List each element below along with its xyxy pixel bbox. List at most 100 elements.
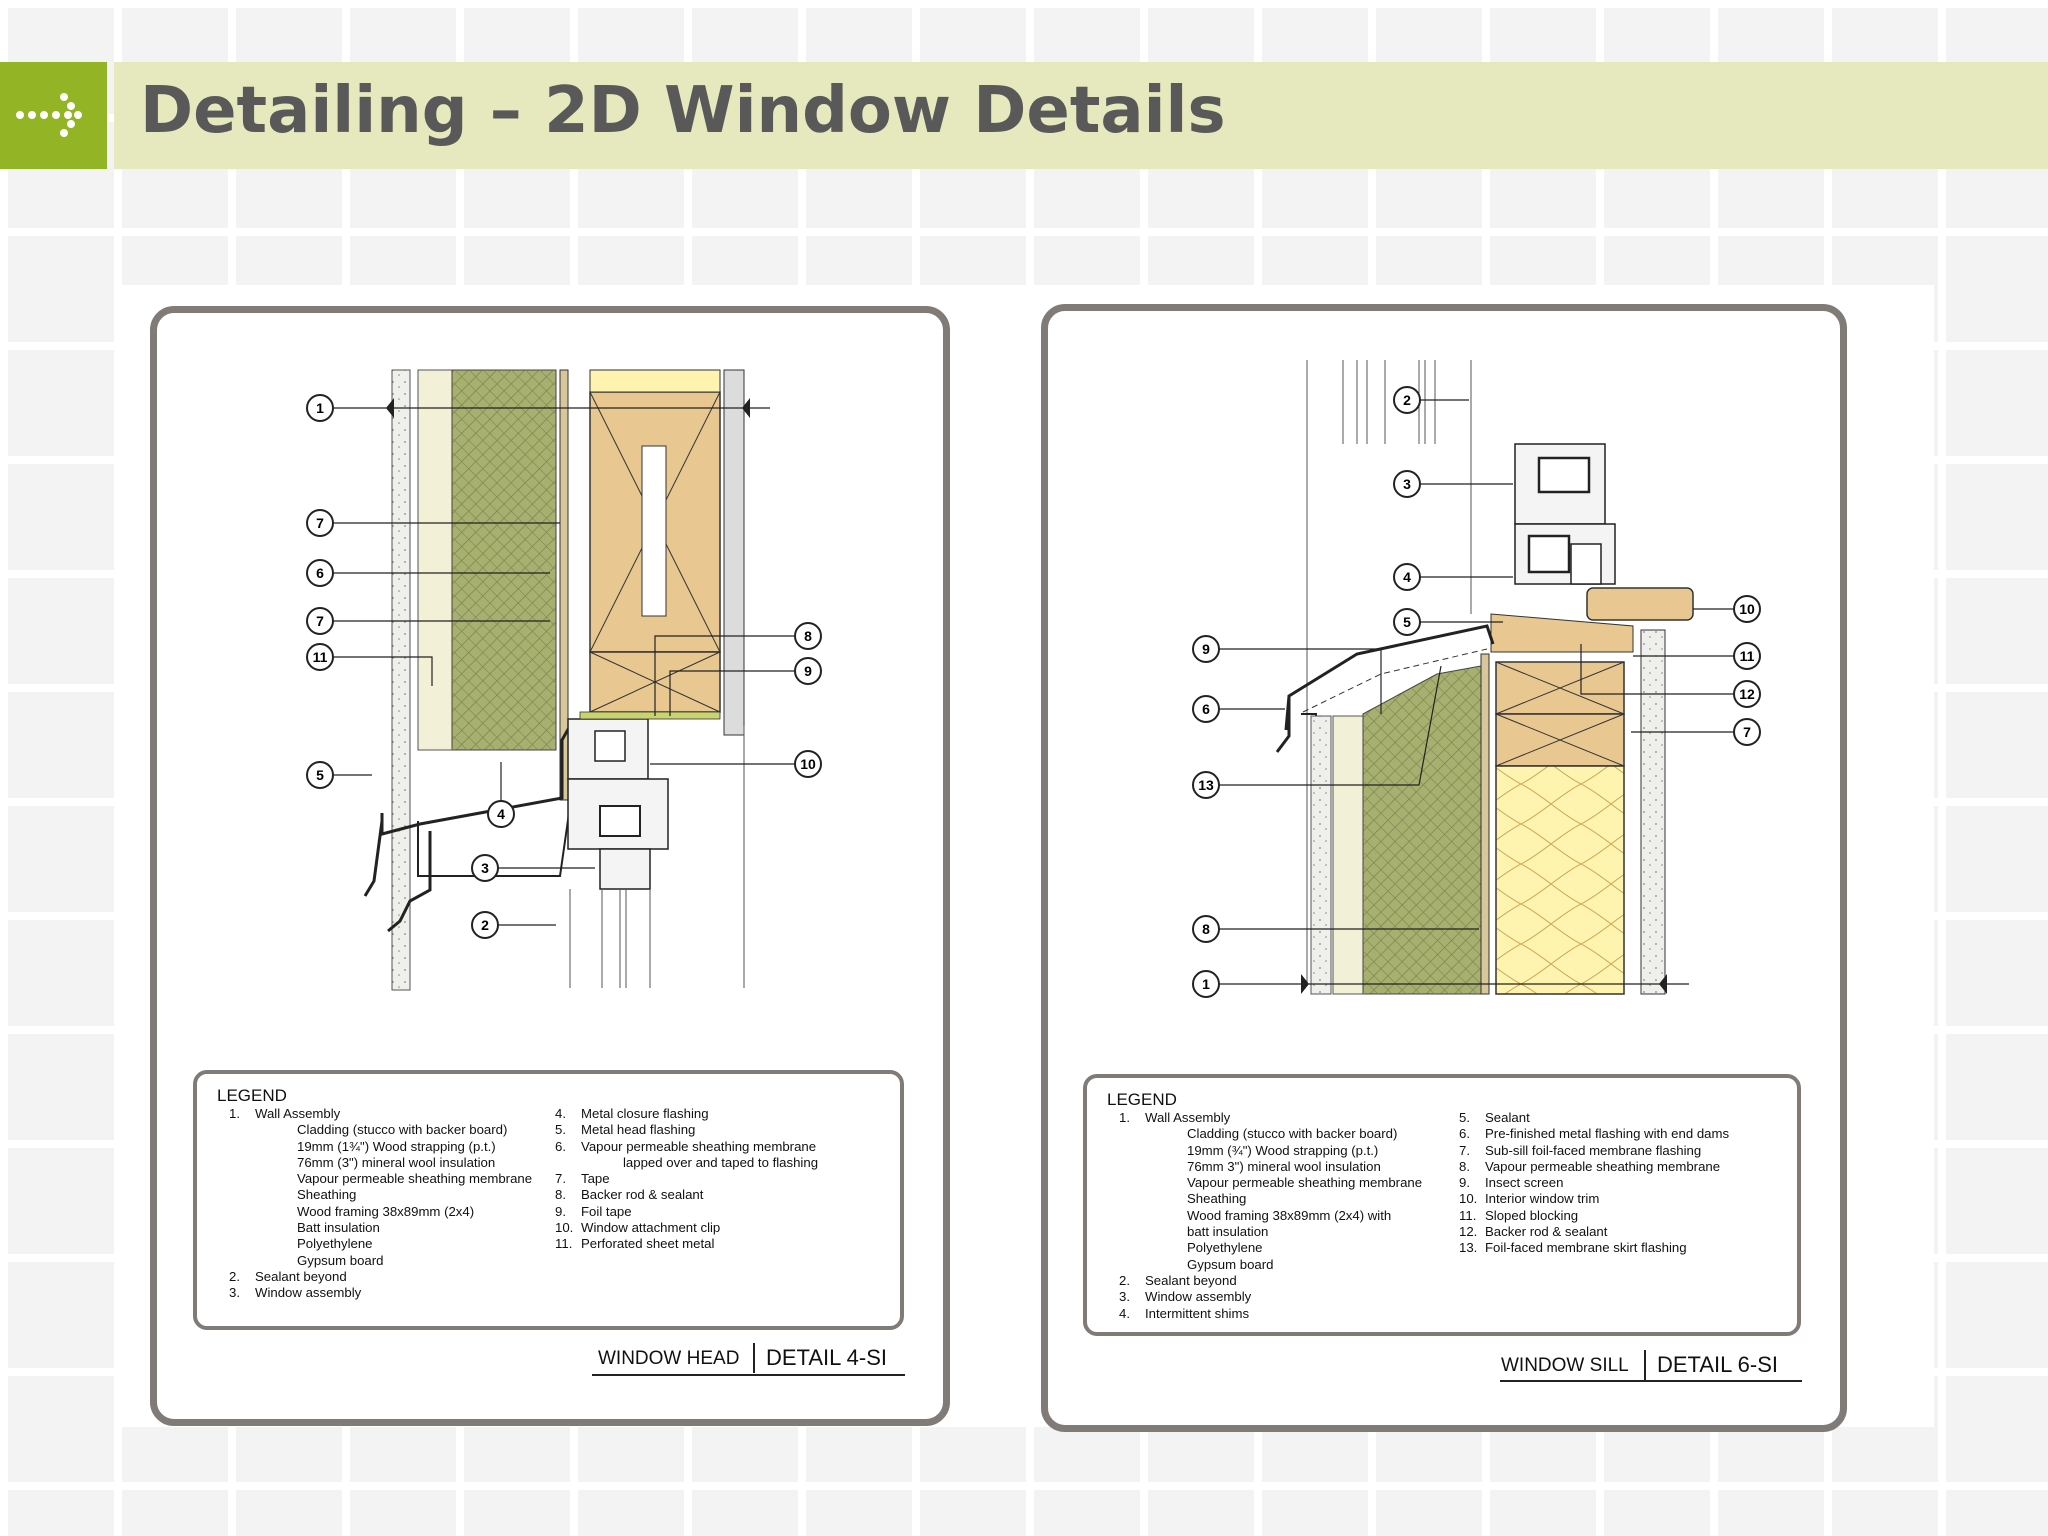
legend-item-text: Foil-faced membrane skirt flashing (1485, 1240, 1687, 1256)
legend-item-number: 9. (555, 1203, 566, 1219)
legend-item: 10.Interior window trim (1459, 1191, 1729, 1207)
svg-text:10: 10 (1739, 601, 1755, 617)
legend-item: Gypsum board (229, 1253, 532, 1269)
svg-text:12: 12 (1739, 686, 1755, 702)
svg-text:7: 7 (316, 613, 324, 629)
legend-item-text: Cladding (stucco with backer board) (1187, 1126, 1398, 1142)
sill-callouts: 2 3 4 5 9 6 13 8 1 10 11 12 7 (1192, 386, 1761, 998)
legend-item: Wood framing 38x89mm (2x4) with (1119, 1208, 1422, 1224)
callout-1: 1 (306, 394, 384, 422)
legend-item: 2.Sealant beyond (1119, 1273, 1422, 1289)
callout-12: 12 (1580, 644, 1761, 708)
window-head-code: DETAIL 4-SI (766, 1345, 888, 1370)
legend-item-number: 8. (1459, 1158, 1470, 1174)
label-underline (592, 1374, 905, 1376)
svg-text:11: 11 (1740, 648, 1755, 664)
svg-text:10: 10 (800, 756, 816, 772)
svg-text:11: 11 (313, 649, 328, 665)
gypsum-board (723, 369, 745, 736)
legend-item-number: 4. (555, 1106, 566, 1121)
legend-item-text: 19mm (1¾") Wood strapping (p.t.) (297, 1138, 496, 1154)
sheathing (559, 369, 569, 801)
label-underline (1500, 1380, 1802, 1382)
window-sill-label: WINDOW SILL (1501, 1355, 1629, 1376)
legend-item: 3.Window assembly (1119, 1289, 1422, 1305)
window-head-label: WINDOW HEAD (598, 1348, 740, 1369)
legend-item-text: Perforated sheet metal (581, 1236, 715, 1252)
svg-text:9: 9 (804, 663, 812, 679)
legend-item-number: 1. (229, 1106, 240, 1121)
legend-item: Sheathing (1119, 1191, 1422, 1207)
legend-item-text: 76mm (3") mineral wool insulation (297, 1154, 496, 1170)
legend-item-number: 4. (1119, 1305, 1130, 1321)
legend-item-text: Sealant beyond (255, 1268, 347, 1284)
legend-item-number: 2. (229, 1268, 240, 1284)
stucco-layer (391, 369, 411, 991)
legend-item-text: Sloped blocking (1485, 1207, 1579, 1223)
legend-item-text: lapped over and taped to flashing (623, 1154, 819, 1170)
legend-item-text: batt insulation (1187, 1224, 1269, 1240)
legend-item-text: 76mm 3") mineral wool insulation (1187, 1158, 1381, 1174)
legend-item-text: Batt insulation (297, 1220, 380, 1236)
callout-7a: 7 (306, 509, 560, 537)
svg-text:9: 9 (1202, 641, 1210, 657)
legend-item-text: Window assembly (255, 1285, 362, 1301)
svg-text:4: 4 (497, 806, 505, 822)
legend-item: 19mm (¾") Wood strapping (p.t.) (1119, 1143, 1422, 1159)
legend-item: Batt insulation (229, 1220, 532, 1236)
window-sill-drawing-main: 2 3 4 5 9 6 13 8 1 10 11 12 7 (1192, 386, 1761, 998)
svg-text:6: 6 (316, 565, 324, 581)
legend-item: Cladding (stucco with backer board) (1119, 1126, 1422, 1142)
legend-item: Vapour permeable sheathing membrane (229, 1171, 532, 1187)
window-head-drawing: 1 7 6 7 11 5 4 3 2 8 9 10 (306, 369, 822, 991)
legend-item-text: Polyethylene (297, 1236, 373, 1252)
legend-item-text: Vapour permeable sheathing membrane (581, 1138, 817, 1154)
interior-window-trim (1586, 587, 1694, 621)
legend-item-text: Pre-finished metal flashing with end dam… (1485, 1126, 1730, 1142)
legend-item-text: Interior window trim (1485, 1191, 1600, 1207)
legend-item-text: Polyethylene (1187, 1240, 1263, 1256)
legend-item: 1. Wall Assembly (1119, 1110, 1422, 1126)
callout-9: 9 (1192, 635, 1382, 714)
callout-8: 8 (654, 622, 822, 716)
svg-text:1: 1 (316, 400, 324, 416)
svg-text:13: 13 (1198, 777, 1214, 793)
legend-item: 7.Sub-sill foil-faced membrane flashing (1459, 1143, 1729, 1159)
callout-10: 10 (1693, 595, 1761, 623)
svg-text:5: 5 (316, 767, 324, 783)
legend-item-number: 1. (1119, 1110, 1130, 1125)
legend-item: 1. Wall Assembly (229, 1106, 532, 1122)
legend-item: 11.Perforated sheet metal (555, 1236, 818, 1252)
sill-stucco (1310, 715, 1332, 995)
legend-item: Vapour permeable sheathing membrane (1119, 1175, 1422, 1191)
legend-item-text: Gypsum board (297, 1252, 384, 1268)
legend-item: 6. Pre-finished metal flashing with end d… (1459, 1126, 1729, 1142)
label-divider (1644, 1350, 1646, 1380)
legend-item-number: 13. (1459, 1240, 1478, 1256)
legend-item-number: 12. (1459, 1224, 1478, 1240)
legend-item-text: Wood framing 38x89mm (2x4) (297, 1203, 475, 1219)
legend-item-number: 8. (555, 1187, 566, 1203)
legend-item: 76mm (3") mineral wool insulation (229, 1155, 532, 1171)
legend-item-number: 10. (555, 1220, 574, 1236)
legend-item-text: Backer rod & sealant (1485, 1224, 1608, 1240)
callout-4: 4 (487, 762, 515, 828)
legend-item-text: Wall Assembly (1145, 1110, 1231, 1125)
callout-1: 1 (1192, 970, 1271, 998)
legend-item-text: Metal head flashing (581, 1122, 696, 1138)
legend-item-number: 6. (555, 1138, 566, 1154)
legend-item-number: 5. (555, 1122, 566, 1138)
callout-4: 4 (1393, 563, 1513, 591)
callout-7: 7 (1631, 718, 1761, 746)
legend-item-number: 6. (1459, 1126, 1470, 1142)
legend-item-text: Cladding (stucco with backer board) (297, 1122, 508, 1138)
svg-text:7: 7 (1743, 724, 1751, 740)
legend-item-number: 11. (1459, 1207, 1477, 1223)
legend-item: Polyethylene (1119, 1240, 1422, 1256)
svg-text:2: 2 (481, 917, 489, 933)
legend-item: 5.Sealant (1459, 1110, 1729, 1126)
legend-item-text: Wall Assembly (255, 1106, 341, 1121)
